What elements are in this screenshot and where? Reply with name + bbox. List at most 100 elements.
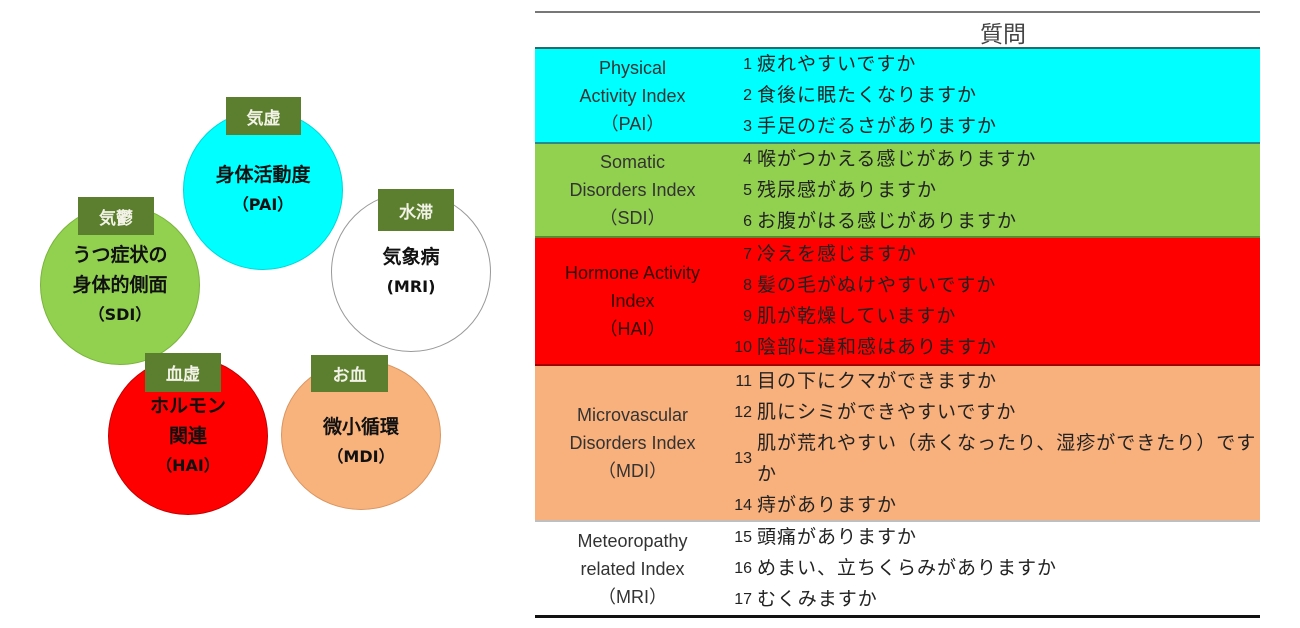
question-text: めまい、立ちくらみがありますか [757,557,1058,579]
question-row: 11 目の下にクマができますか [730,366,1260,397]
section-hai-name: Hormone Activity Index （HAI） [535,238,730,364]
question-number: 14 [734,496,752,514]
question-number: 12 [734,403,752,421]
section-name-line: Meteoropathy [577,530,688,551]
question-number: 3 [743,118,752,135]
question-number: 10 [734,339,752,356]
question-text: 髪の毛がぬけやすいですか [757,274,997,296]
circle-hai-label-2: 関連 [168,425,207,447]
question-text: 残尿感がありますか [757,178,938,201]
question-text: 肌にシミができやすいですか [757,400,1017,423]
circle-sdi-label-2: 身体的側面 [72,274,168,296]
question-row: 16 めまい、立ちくらみがありますか [730,553,1260,584]
question-number: 17 [734,591,752,608]
section-name-line: Microvascular [576,405,689,425]
question-number: 15 [734,529,752,546]
question-number: 5 [743,181,752,199]
question-text: 痔がありますか [757,493,898,516]
tag-hai: 血虚 [145,353,221,392]
question-row: 17 むくみますか [730,584,1260,615]
table-top-rule [535,11,1260,13]
circle-pai: 身体活動度 （PAI） [183,110,343,270]
section-pai-name: Physical Activity Index （PAI） [535,49,730,142]
circle-hai-abbr: （HAI） [156,456,220,475]
section-name-line: Somatic [599,152,666,172]
question-number: 8 [743,277,752,294]
question-number: 6 [743,212,752,230]
section-name-line: （MRI） [598,586,667,607]
question-number: 4 [743,150,752,168]
question-text: 肌が荒れやすい（赤くなったり、湿疹ができたり）ですか [757,431,1257,485]
question-number: 16 [734,560,752,577]
section-sdi: Somatic Disorders Index （SDI） 4 喉がつかえる感じが… [535,144,1260,238]
question-row: 15 頭痛がありますか [730,522,1260,553]
section-mdi-name: Microvascular Disorders Index （MDI） [535,366,730,520]
question-row: 13 肌が荒れやすい（赤くなったり、湿疹ができたり）ですか [730,428,1260,490]
section-name-line: （MDI） [598,461,667,481]
circle-sdi-label-1: うつ症状の [72,244,168,266]
circle-pai-abbr: （PAI） [232,195,294,214]
section-name-line: Disorders Index [569,433,696,453]
question-row: 7 冷えを感じますか [730,239,1260,270]
question-row: 4 喉がつかえる感じがありますか [730,144,1260,175]
circle-mri-label: 気象病 [382,246,440,268]
question-row: 14 痔がありますか [730,490,1260,521]
circle-pai-label: 身体活動度 [215,164,311,186]
table-header-label: 質問 [980,22,1026,48]
questionnaire-table: 質問 Physical Activity Index （PAI） 1 疲れやすいで… [535,11,1260,618]
question-text: 陰部に違和感はありますか [757,336,998,358]
tag-sdi: 気鬱 [78,197,154,235]
question-row: 10 陰部に違和感はありますか [730,332,1260,363]
circle-hai: ホルモン 関連 （HAI） [108,357,268,515]
section-name-line: Index [610,291,655,311]
question-row: 6 お腹がはる感じがありますか [730,206,1260,237]
question-row: 8 髪の毛がぬけやすいですか [730,270,1260,301]
circle-sdi-abbr: （SDI） [88,305,152,324]
question-row: 3 手足のだるさがありますか [730,111,1260,142]
circle-mri-abbr: (MRI) [386,277,436,296]
question-row: 5 残尿感がありますか [730,175,1260,206]
table-bottom-rule [535,615,1260,618]
question-text: 頭痛がありますか [757,526,918,548]
question-row: 9 肌が乾燥していますか [730,301,1260,332]
section-name-line: Physical [598,57,667,78]
tag-mri: 水滞 [378,189,454,231]
section-name-line: related Index [580,558,685,579]
question-text: 手足のだるさがありますか [757,115,998,137]
tag-pai: 気虚 [226,97,301,135]
circle-mdi-abbr: （MDI） [327,447,395,466]
question-text: 肌が乾燥していますか [757,305,957,327]
table-header: 質問 [535,13,1260,49]
question-number: 11 [735,372,752,390]
question-number: 13 [734,450,752,467]
question-text: 冷えを感じますか [757,243,918,265]
section-hai: Hormone Activity Index （HAI） 7 冷えを感じますか 8… [535,238,1260,366]
section-mri-name: Meteoropathy related Index （MRI） [535,522,730,615]
section-mdi: Microvascular Disorders Index （MDI） 11 目の… [535,366,1260,522]
section-name-line: （SDI） [599,208,666,228]
question-text: 食後に眠たくなりますか [757,84,978,106]
circle-hai-label-1: ホルモン [149,395,226,417]
section-sdi-name: Somatic Disorders Index （SDI） [535,144,730,236]
question-row: 12 肌にシミができやすいですか [730,397,1260,428]
question-row: 1 疲れやすいですか [730,49,1260,80]
question-text: お腹がはる感じがありますか [757,209,1018,232]
question-row: 2 食後に眠たくなりますか [730,80,1260,111]
question-number: 1 [743,56,752,73]
question-number: 7 [743,246,752,263]
section-name-line: Hormone Activity [564,263,701,283]
question-text: むくみますか [757,588,878,610]
question-text: 目の下にクマができますか [757,369,998,392]
circle-mdi: 微小循環 （MDI） [281,360,441,510]
section-name-line: Activity Index [579,85,686,106]
question-number: 9 [743,308,752,325]
section-name-line: （PAI） [600,113,665,134]
question-number: 2 [743,87,752,104]
tag-mdi: お血 [311,355,388,392]
section-name-line: （HAI） [599,319,666,339]
section-name-line: Disorders Index [569,180,696,200]
question-text: 喉がつかえる感じがありますか [757,147,1037,170]
section-mri: Meteoropathy related Index （MRI） 15 頭痛があり… [535,522,1260,615]
question-text: 疲れやすいですか [757,53,917,75]
